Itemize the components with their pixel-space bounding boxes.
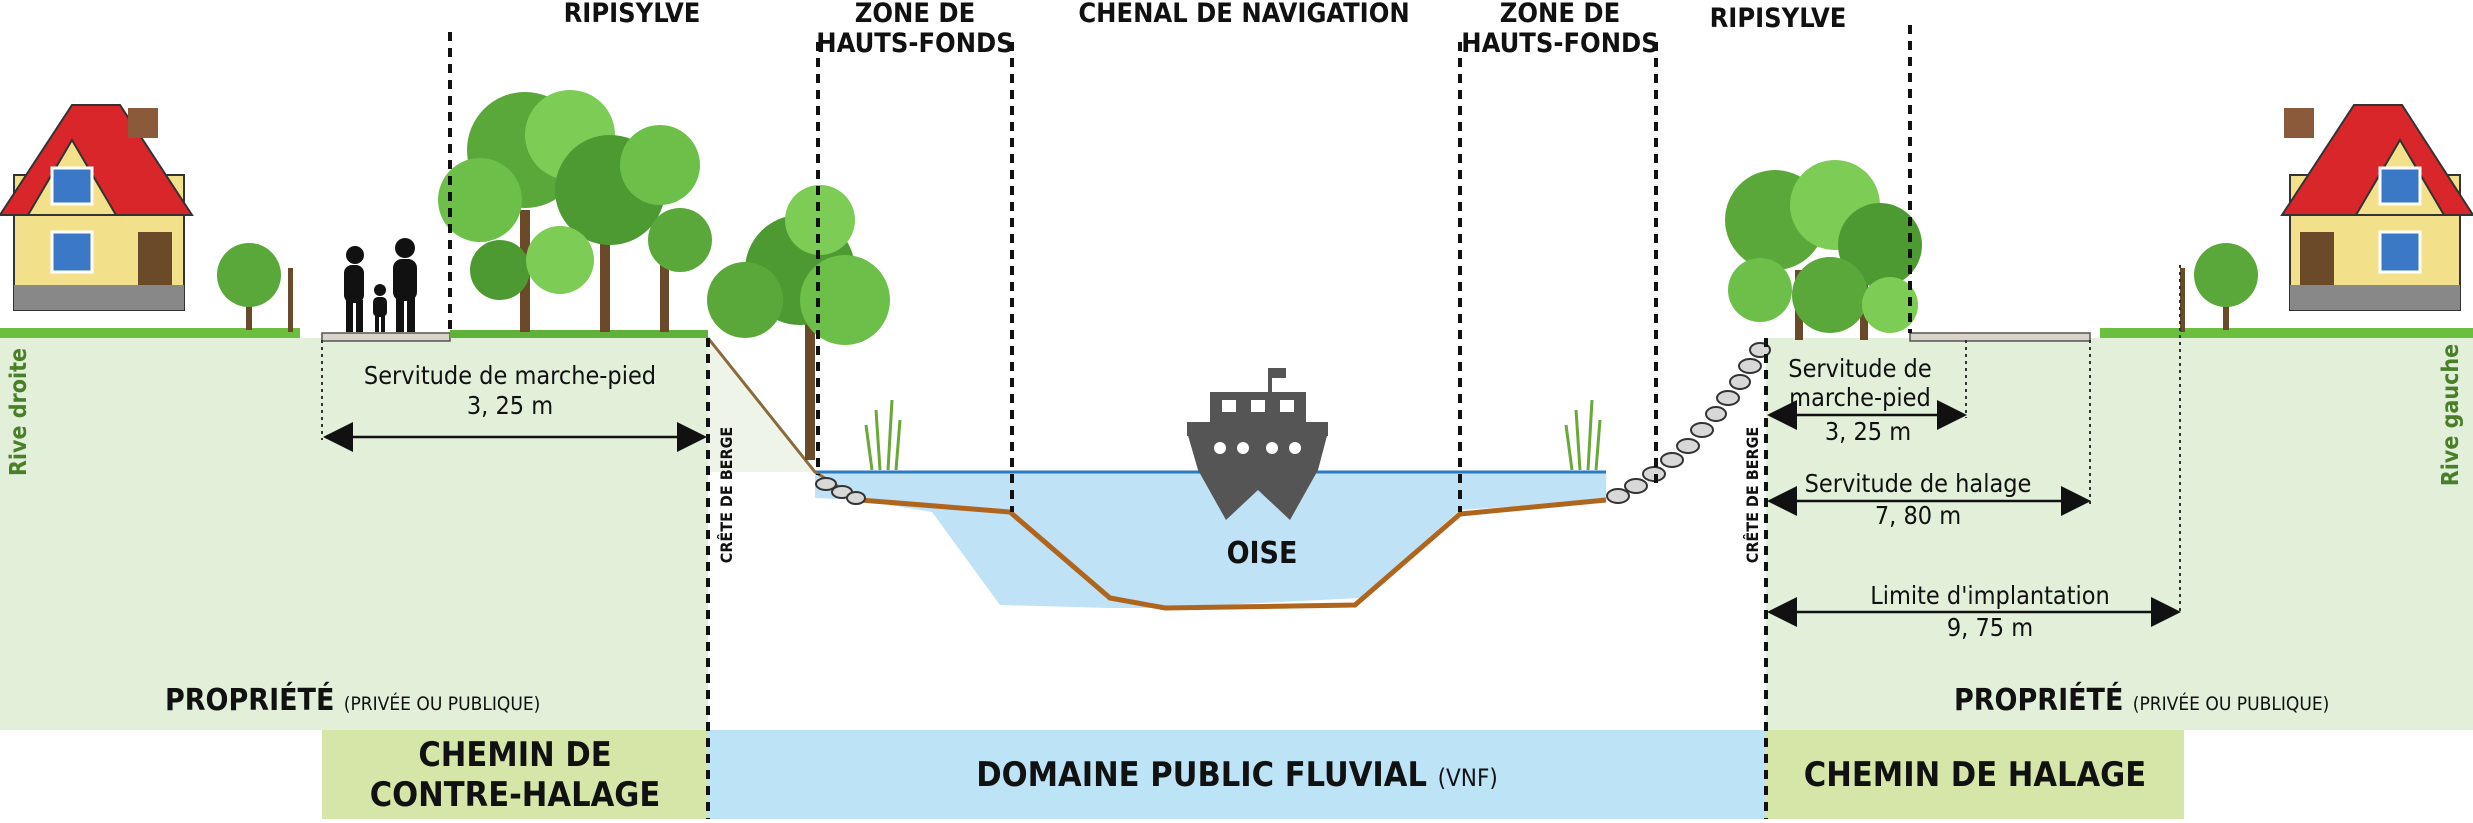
zone-left-label-line1: ZONE DE [855, 0, 975, 29]
right-house [2280, 104, 2473, 311]
right-marche-pied-label-line1: Servitude de [1788, 354, 1931, 383]
right-property-label: PROPRIÉTÉ (PRIVÉE OU PUBLIQUE) [1954, 682, 2329, 718]
right-property-main: PROPRIÉTÉ [1954, 682, 2133, 718]
left-grass-strip [450, 330, 708, 338]
domaine-public-band [708, 730, 1766, 819]
riverbed-line [859, 497, 1607, 611]
right-ripisylve-trees [1725, 160, 1922, 340]
halage-band [1766, 730, 2184, 819]
rive-droite-label: Rive droite [6, 348, 32, 476]
right-halage-label: Servitude de halage [1805, 469, 2032, 498]
rive-gauche-label: Rive gauche [2438, 344, 2464, 486]
right-implantation-label: Limite d'implantation [1870, 581, 2110, 610]
right-marche-pied-value: 3, 25 m [1825, 417, 1911, 446]
small-tree-right [2180, 243, 2258, 332]
chenal-label: CHENAL DE NAVIGATION [1078, 0, 1409, 29]
left-riprap [815, 477, 866, 505]
ripisylve-right-label: RIPISYLVE [1710, 3, 1847, 34]
boat-icon [1187, 368, 1328, 520]
ripisylve-left-label: RIPISYLVE [564, 0, 701, 29]
left-property-small: (PRIVÉE OU PUBLIQUE) [344, 692, 541, 715]
domaine-public-small: (VNF) [1438, 764, 1498, 792]
right-reeds [1564, 399, 1602, 471]
crete-right-label: CRÊTE DE BERGE [1743, 427, 1762, 563]
right-property-small: (PRIVÉE OU PUBLIQUE) [2133, 692, 2330, 715]
river-water [815, 472, 1606, 608]
right-lawn [2100, 328, 2473, 338]
right-implantation-value: 9, 75 m [1947, 613, 2033, 642]
left-ripisylve-trees [438, 90, 712, 332]
left-servitude-value: 3, 25 m [467, 391, 553, 420]
crete-left-label: CRÊTE DE BERGE [717, 427, 736, 563]
domaine-public-main: DOMAINE PUBLIC FLUVIAL [976, 755, 1437, 795]
left-lawn [0, 328, 300, 338]
zone-left-label-line2: HAUTS-FONDS [816, 28, 1013, 59]
left-property-main: PROPRIÉTÉ [165, 682, 344, 718]
zone-right-label-line2: HAUTS-FONDS [1461, 28, 1658, 59]
walkers-silhouette [344, 238, 417, 332]
river-name: OISE [1227, 536, 1298, 571]
left-towpath-surface [321, 332, 451, 342]
right-marche-pied-label-line2: marche-pied [1789, 383, 1931, 412]
halage-label: CHEMIN DE HALAGE [1804, 755, 2146, 795]
right-halage-value: 7, 80 m [1875, 501, 1961, 530]
left-servitude-label: Servitude de marche-pied [364, 361, 656, 390]
bank-slope-trees [707, 185, 890, 460]
left-property-label: PROPRIÉTÉ (PRIVÉE OU PUBLIQUE) [165, 682, 540, 718]
right-riprap [1606, 342, 1771, 504]
contre-halage-label-line1: CHEMIN DE [418, 735, 611, 775]
zone-right-label-line1: ZONE DE [1500, 0, 1620, 29]
contre-halage-label-line2: CONTRE-HALAGE [370, 775, 661, 815]
domaine-public-label: DOMAINE PUBLIC FLUVIAL (VNF) [976, 755, 1498, 795]
contre-halage-band [322, 730, 708, 819]
left-reeds [864, 399, 902, 471]
right-towpath-surface [1909, 332, 2091, 342]
small-tree-left [217, 243, 293, 332]
left-property-ground [0, 338, 708, 730]
left-house [0, 104, 194, 311]
